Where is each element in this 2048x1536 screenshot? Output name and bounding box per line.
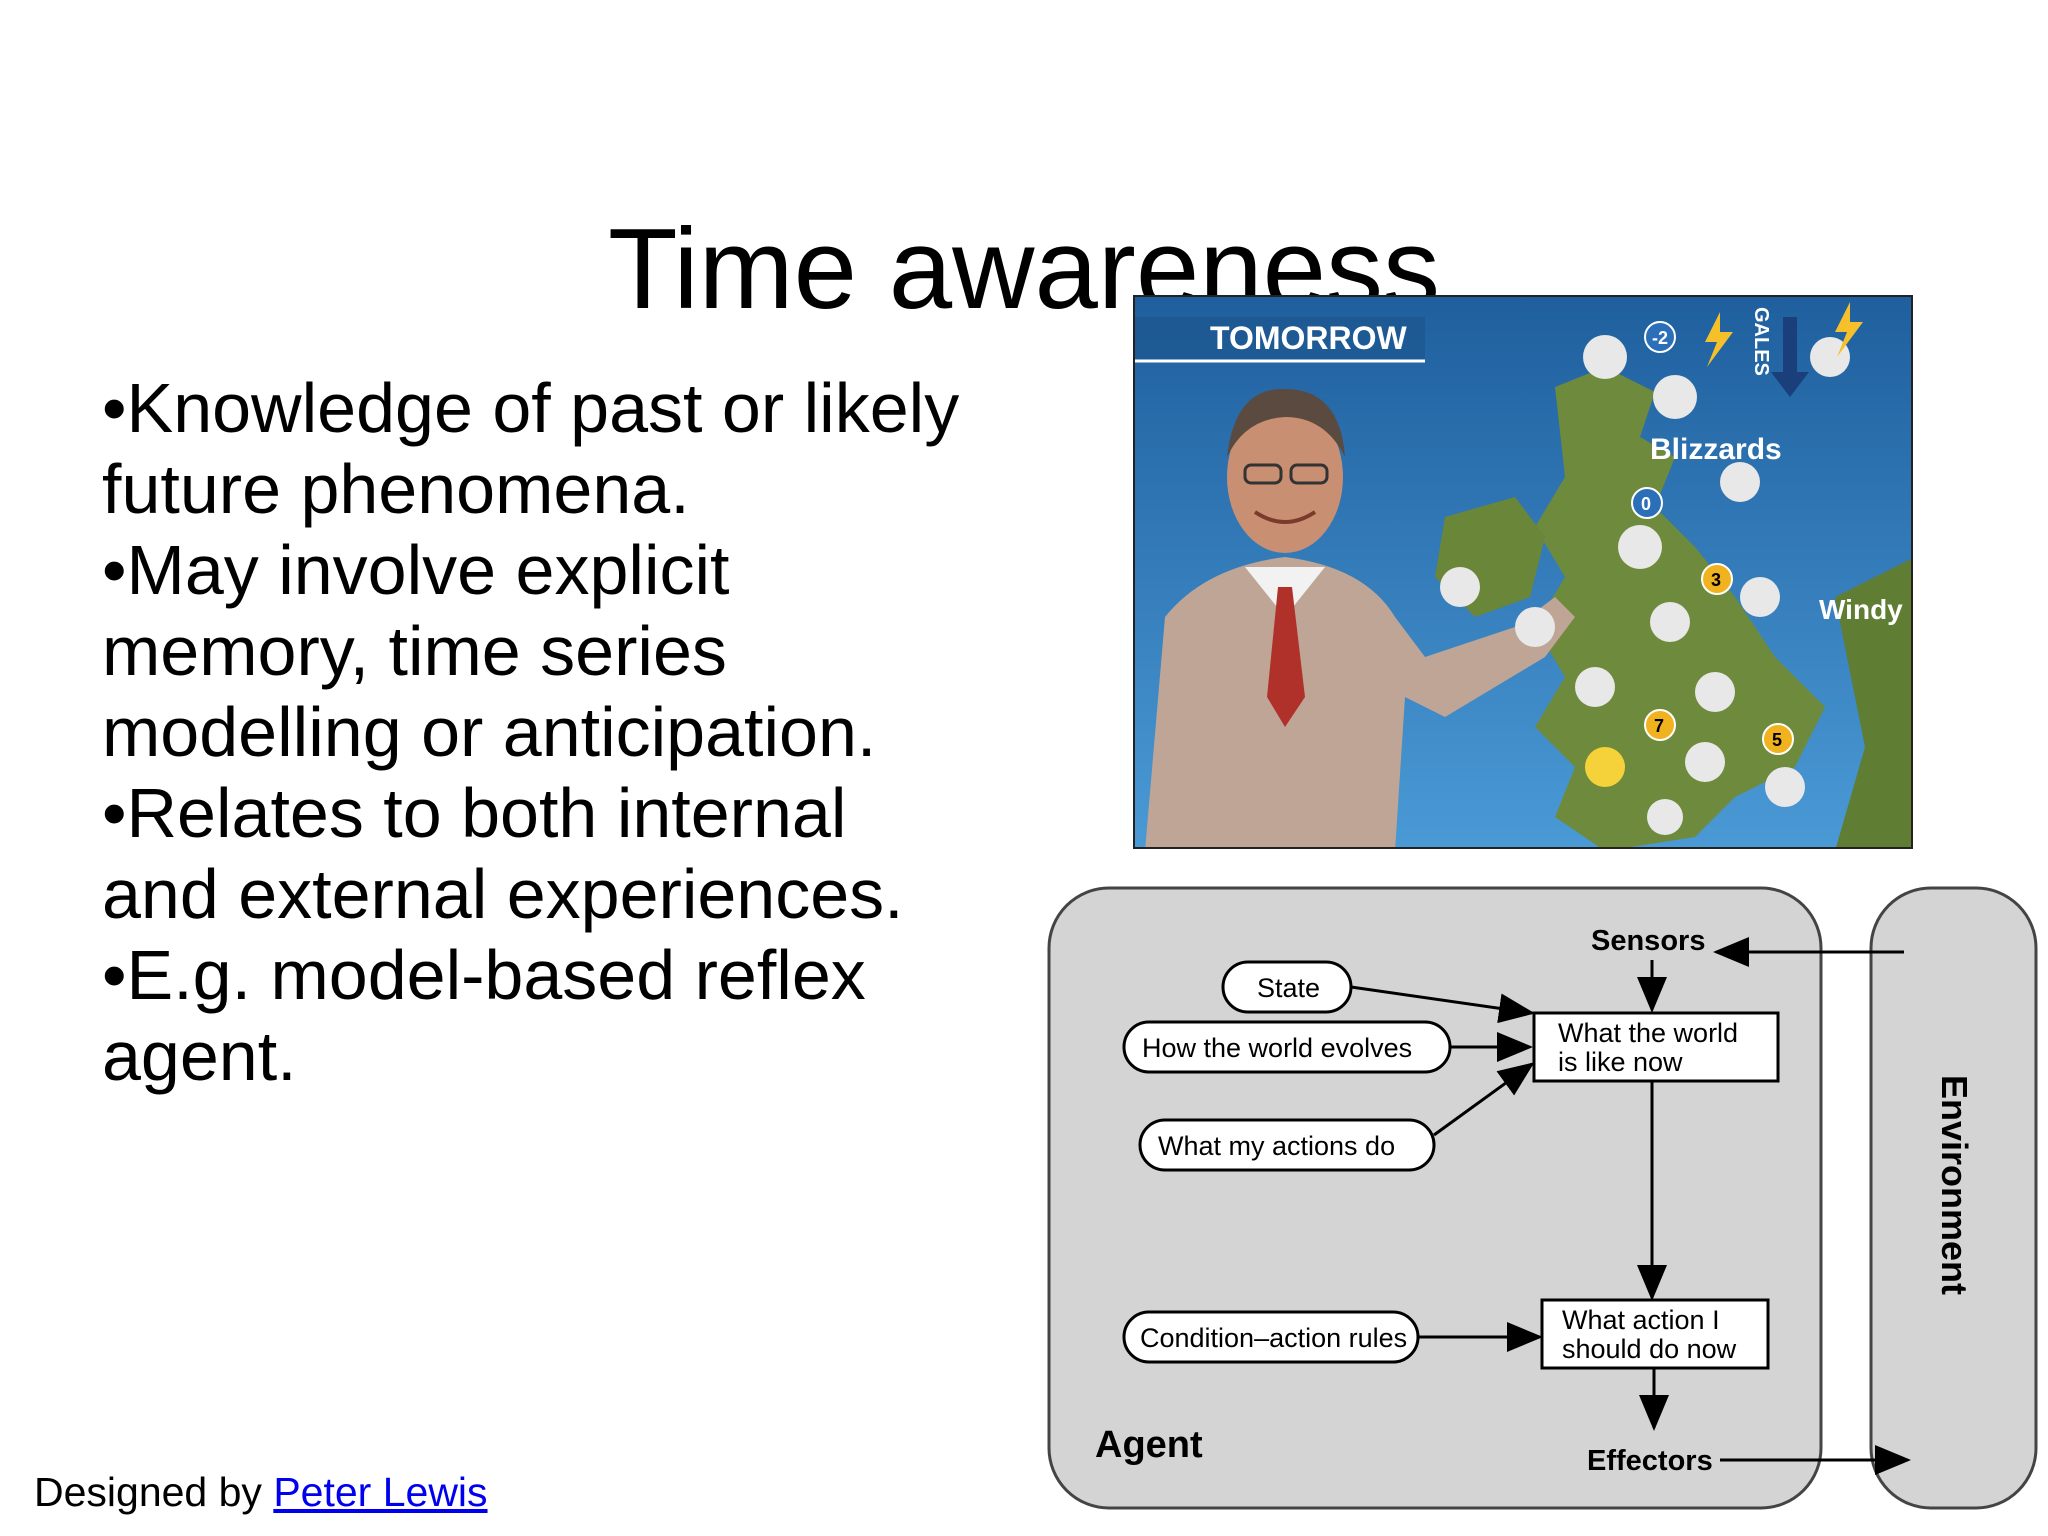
footer-credit: Designed by Peter Lewis — [34, 1468, 488, 1516]
world-now-line2: is like now — [1558, 1047, 1683, 1077]
footer-prefix: Designed by — [34, 1469, 274, 1515]
rules-label: Condition–action rules — [1140, 1323, 1407, 1353]
temp-disc — [1644, 321, 1676, 353]
temp-value: -2 — [1652, 328, 1668, 348]
bullet-item: •Knowledge of past or likely future phen… — [102, 369, 960, 528]
bullet-item: •May involve explicit memory, time serie… — [102, 531, 877, 771]
action-line1: What action I — [1562, 1305, 1720, 1335]
weather-symbols — [1440, 302, 1863, 835]
effectors-label: Effectors — [1587, 1445, 1713, 1477]
world-evolves-label: How the world evolves — [1142, 1033, 1412, 1063]
action-line2: should do now — [1562, 1334, 1737, 1364]
blizzards-label: Blizzards — [1650, 433, 1782, 466]
europe-land — [1835, 559, 1911, 847]
state-arrow — [1350, 985, 1535, 1024]
tomorrow-label: TOMORROW — [1210, 320, 1408, 356]
weather-map-illustration: TOMORROW — [1135, 297, 1911, 847]
environment-label: Environment — [1934, 1075, 1975, 1295]
actions-do-label: What my actions do — [1158, 1131, 1395, 1161]
gales-label: GALES — [1750, 307, 1772, 376]
windy-label: Windy — [1819, 594, 1903, 625]
temp-value: 5 — [1772, 730, 1782, 750]
temp-disc — [1762, 723, 1794, 755]
header-strip — [1135, 317, 1425, 359]
temp-disc — [1644, 709, 1676, 741]
actions-do-box — [1138, 1118, 1436, 1172]
author-link[interactable]: Peter Lewis — [273, 1469, 488, 1515]
agent-diagram-svg: Environment Sensors State How the world … — [1047, 886, 2038, 1510]
actions-do-arrow — [1433, 1062, 1535, 1137]
weather-forecast-image: TOMORROW — [1133, 295, 1913, 849]
agent-panel — [1047, 886, 1823, 1510]
temp-disc — [1631, 487, 1663, 519]
bullet-item: •Relates to both internal and external e… — [102, 774, 904, 933]
temp-value: 7 — [1654, 716, 1664, 736]
sensors-label: Sensors — [1591, 925, 1705, 957]
presenter-figure — [1145, 388, 1575, 847]
bullet-list: •Knowledge of past or likely future phen… — [102, 368, 982, 1097]
environment-panel — [1869, 886, 2038, 1510]
temp-value: 0 — [1641, 494, 1651, 514]
world-now-line1: What the world — [1558, 1018, 1738, 1048]
agent-diagram: Environment Sensors State How the world … — [1040, 880, 2040, 1516]
state-label: State — [1257, 973, 1320, 1003]
agent-label: Agent — [1095, 1424, 1203, 1466]
bullet-item: •E.g. model-based reflex agent. — [102, 936, 866, 1095]
temp-value: 3 — [1711, 570, 1721, 590]
temp-disc — [1701, 563, 1733, 595]
world-now-box — [1532, 1011, 1780, 1083]
